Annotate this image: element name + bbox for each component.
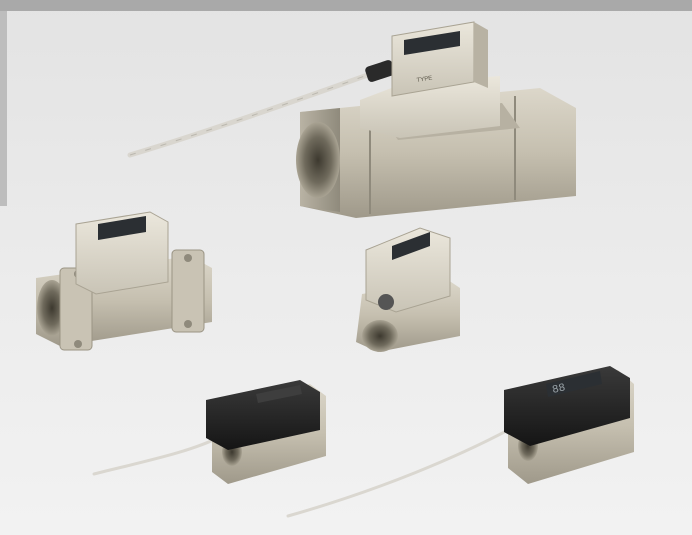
top-band	[0, 0, 692, 11]
compact-flow-switch	[356, 227, 460, 352]
mini-flow-switch-left	[92, 380, 326, 484]
mini-flow-switch-right: 88	[286, 366, 634, 518]
medium-flow-switch	[36, 211, 212, 351]
large-flow-switch: TYPE	[127, 21, 576, 218]
large-flow-switch-label: TYPE	[416, 76, 432, 84]
side-band	[0, 11, 7, 206]
mini-display-value: 88	[551, 382, 567, 397]
